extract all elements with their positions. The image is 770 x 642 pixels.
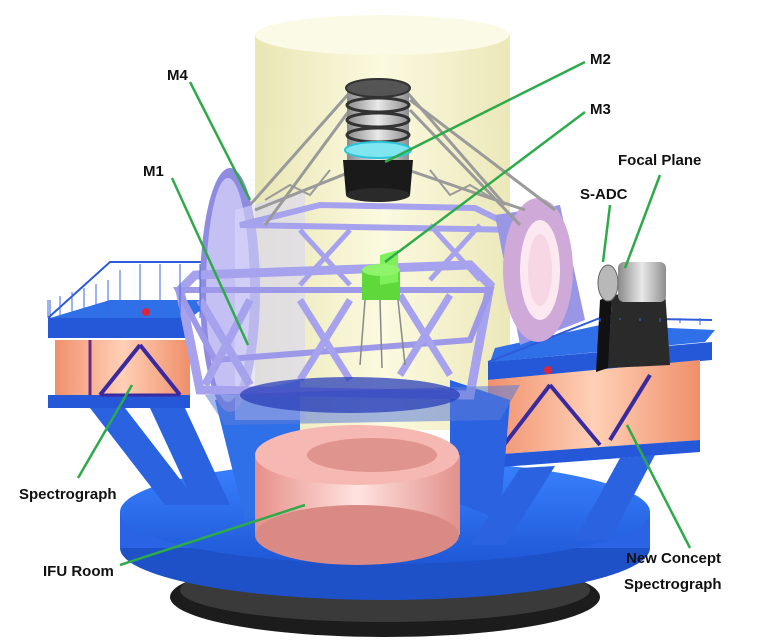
label-m2: M2: [590, 51, 611, 68]
label-s-adc: S-ADC: [580, 186, 628, 203]
focal-plane-instrument: [596, 262, 670, 372]
label-m4: M4: [167, 67, 188, 84]
railings: [47, 264, 701, 325]
leader-s-adc: [601, 204, 612, 263]
leader-new-concept: [625, 424, 692, 549]
leader-m2: [384, 60, 586, 164]
label-spectrograph: Spectrograph: [19, 486, 117, 503]
label-m3: M3: [590, 101, 611, 118]
primary-mirror: [240, 377, 460, 413]
label-new-concept-line1: New Concept: [626, 550, 722, 567]
telescope-frame: [173, 168, 585, 425]
leader-ifu-room: [119, 503, 306, 567]
label-m1: M1: [143, 163, 164, 180]
ifu-room-ring: [255, 425, 460, 565]
leader-lines: [76, 60, 692, 567]
left-platform: [47, 261, 230, 505]
leader-m4: [188, 81, 252, 201]
m3-mirror: [359, 250, 406, 369]
leader-m3: [384, 111, 586, 263]
leader-m1: [170, 177, 250, 346]
leader-focal-plane: [623, 174, 662, 269]
secondary-assembly: [343, 78, 413, 202]
leader-spectrograph: [76, 384, 134, 479]
label-focal-plane: Focal Plane: [618, 152, 702, 169]
label-new-concept-line2: Spectrograph: [624, 576, 722, 593]
label-ifu-room: IFU Room: [43, 563, 114, 580]
truss-structure: [248, 89, 556, 227]
